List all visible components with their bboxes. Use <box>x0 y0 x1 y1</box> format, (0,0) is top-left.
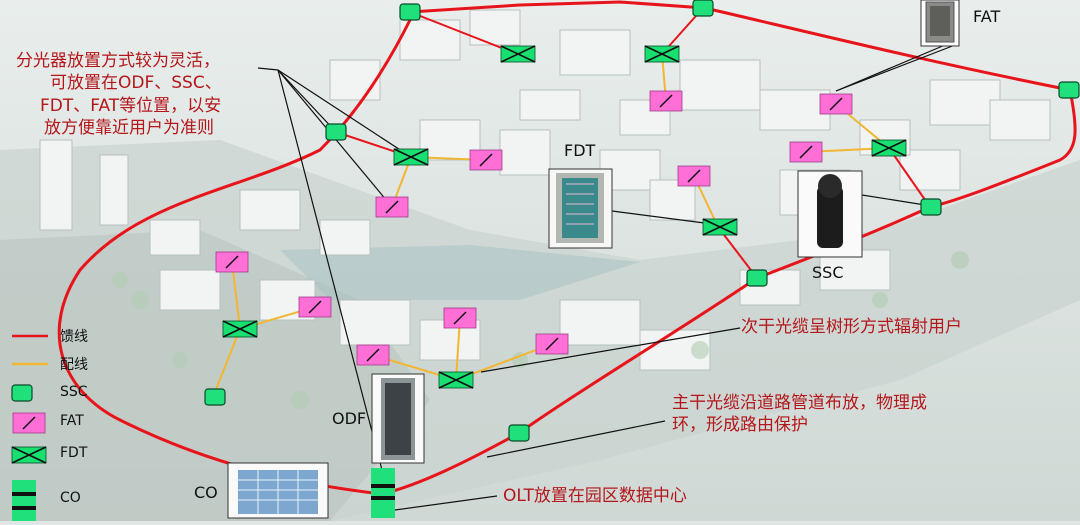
ssc-node <box>920 198 942 216</box>
fdt-node <box>438 371 474 389</box>
trunk-line-2: 环，形成路由保护 <box>672 415 808 436</box>
secondary-cable-annotation: 次干光缆呈树形方式辐射用户 <box>741 317 962 337</box>
ssc-photo <box>797 170 863 258</box>
splitter-annotation: 分光器放置方式较为灵活， 可放置在ODF、SSC、 FDT、FAT等位置，以安 … <box>14 50 222 140</box>
legend-symbols <box>11 334 48 521</box>
legend-feeder-label: 馈线 <box>60 329 88 345</box>
legend-distribution-label: 配线 <box>60 357 88 373</box>
trunk-line-1: 主干光缆沿道路管道布放，物理成 <box>672 393 927 413</box>
legend-ssc-symbol <box>11 384 33 402</box>
pointer-lines <box>257 44 956 511</box>
fat-photo <box>920 0 960 47</box>
fat-node <box>469 149 503 171</box>
fat-node <box>677 165 711 187</box>
ssc-node <box>746 269 768 287</box>
legend-fat-label: FAT <box>60 413 84 429</box>
ssc-node <box>399 3 421 21</box>
fat-node <box>298 296 332 318</box>
fdt-node <box>500 45 536 63</box>
trunk-annotation: 主干光缆沿道路管道布放，物理成 环，形成路由保护 <box>672 392 927 437</box>
legend-ssc-label: SSC <box>60 384 88 400</box>
fat-node <box>535 333 569 355</box>
olt-annotation: OLT放置在园区数据中心 <box>503 486 687 506</box>
co-label: CO <box>194 483 218 502</box>
legend-fdt-symbol <box>11 446 47 464</box>
ssc-node <box>508 424 530 442</box>
odf-label: ODF <box>332 409 367 428</box>
ssc-node <box>204 388 226 406</box>
fdt-photo <box>548 168 613 249</box>
ssc-node <box>1058 81 1080 99</box>
fat-label: FAT <box>973 7 1001 26</box>
ssc-node <box>325 123 347 141</box>
fat-node <box>215 251 249 273</box>
splitter-line-3: FDT、FAT等位置，以安 <box>40 95 222 116</box>
ssc-label: SSC <box>812 263 844 282</box>
fat-node <box>443 307 477 329</box>
legend-co-label: CO <box>60 490 81 506</box>
fdt-node <box>871 139 907 157</box>
fat-node <box>356 344 390 366</box>
legend-fat-symbol <box>12 412 46 434</box>
fat-node <box>375 196 409 218</box>
fat-node <box>649 90 683 112</box>
legend-co-symbol <box>12 480 36 521</box>
fdt-node <box>393 148 429 166</box>
fdt-label: FDT <box>564 141 596 160</box>
legend-fdt-label: FDT <box>60 445 88 461</box>
fdt-node <box>702 218 738 236</box>
co-node <box>371 468 395 518</box>
splitter-line-2: 可放置在ODF、SSC、 <box>50 73 222 94</box>
fat-node <box>819 93 853 115</box>
odf-photo <box>371 373 425 464</box>
fat-node <box>789 141 823 163</box>
fdt-node <box>222 320 258 338</box>
fdt-node <box>644 45 680 63</box>
splitter-line-1: 分光器放置方式较为灵活， <box>16 51 220 71</box>
feeder-ring <box>57 0 1077 496</box>
ssc-node <box>692 0 714 17</box>
co-photo <box>227 462 329 519</box>
splitter-line-4: 放方便靠近用户为准则 <box>44 118 214 139</box>
